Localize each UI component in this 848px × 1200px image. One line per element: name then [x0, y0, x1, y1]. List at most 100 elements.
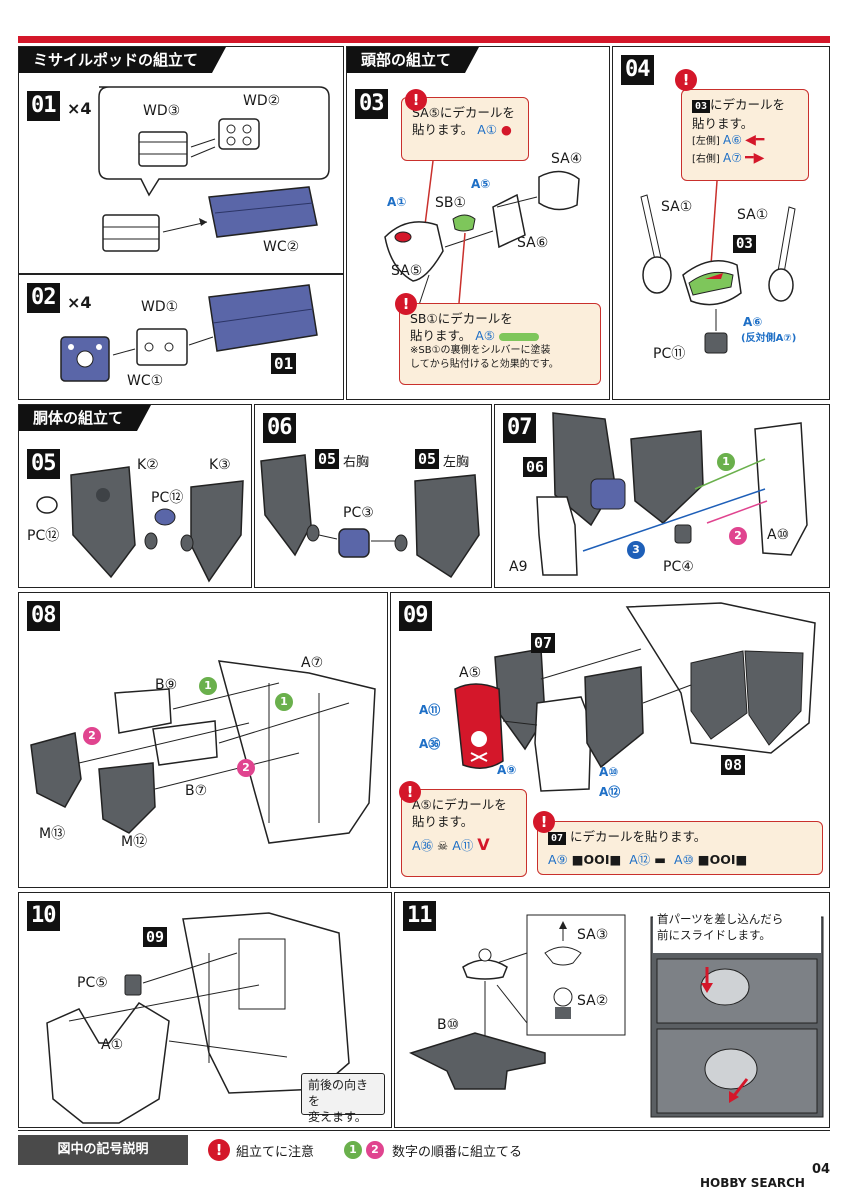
caution-icon: ! — [208, 1139, 230, 1161]
ref-step-08: 08 — [721, 755, 746, 775]
step-06-diagram — [260, 454, 480, 579]
order-badge-3: 3 — [627, 541, 645, 559]
note-small-2: してから貼付けると効果的です。 — [410, 359, 559, 370]
panel-step-03: 頭部の組立て 03 SA⑤にデカールを 貼ります。 A① ● ! A① SB① … — [346, 46, 610, 400]
ref-step-05-right: 05 — [315, 449, 340, 469]
right-arrow-icon: ━▶ — [745, 150, 765, 166]
watermark: HOBBY SEARCH — [700, 1176, 805, 1190]
note-line-2: 貼ります。 A① ● — [412, 121, 520, 138]
page-number: 04 — [812, 1162, 831, 1177]
tag-right: [右側] — [692, 154, 720, 165]
label-k2: K② — [137, 457, 159, 473]
label-k3: K③ — [209, 457, 231, 473]
ref-step: 03 — [692, 100, 711, 113]
legend-caution-text: 組立てに注意 — [236, 1145, 315, 1160]
decal-a11: A⑪ — [452, 838, 474, 853]
section-header-torso: 胴体の組立て — [19, 405, 152, 431]
label-a6: A⑥ — [743, 315, 763, 329]
ref-step-05-left: 05 — [415, 449, 440, 469]
step-01-diagram — [98, 86, 330, 252]
label-pc11: PC⑪ — [653, 346, 686, 362]
note-text: 貼ります。 — [412, 122, 474, 137]
note-line-1: 首パーツを差し込んだら — [657, 912, 784, 926]
order-badge-1b: 1 — [275, 693, 293, 711]
order-badge-2b: 2 — [237, 759, 255, 777]
decal-a12: A⑫ — [629, 852, 651, 867]
decal-a6: A⑥ — [723, 133, 742, 147]
step-03-diagram — [384, 160, 580, 306]
step-number: 10 — [27, 901, 60, 931]
step-number: 08 — [27, 601, 60, 631]
note-right: [右側] A⑦ ━▶ — [692, 150, 800, 168]
ref-step-06: 06 — [523, 457, 548, 477]
direction-note: 前後の向きを 変えます。 — [301, 1073, 385, 1124]
top-accent-bar — [18, 36, 830, 43]
label-a6-note: (反対側A⑦) — [741, 333, 797, 344]
panel-step-07: 07 06 1 2 3 A9 PC④ A⑩ — [494, 404, 830, 588]
multiplier: ×4 — [67, 293, 92, 312]
multiplier: ×4 — [67, 99, 92, 118]
step-number: 02 — [27, 283, 60, 313]
step-number: 03 — [355, 89, 388, 119]
note-text: 貼ります。 — [410, 328, 472, 343]
label-sa1-left: SA① — [661, 199, 693, 215]
panel-step-02: 02 ×4 WD① WC① 01 — [18, 274, 344, 400]
order-badge-2: 2 — [729, 527, 747, 545]
decal-note-sb1: SB①にデカールを 貼ります。 A⑤ ※SB①の裏側をシルバーに塗装 してから貼… — [399, 303, 601, 385]
note-line-2: 変えます。 — [308, 1110, 367, 1124]
label-pc5: PC⑤ — [77, 975, 108, 991]
step-09-diagram — [454, 602, 816, 792]
label-b9: B⑨ — [155, 677, 178, 693]
label-a1: A① — [387, 195, 407, 209]
label-a11: A⑪ — [419, 703, 441, 717]
note-line-1: A⑤にデカールを — [412, 797, 507, 812]
panel-step-08: 08 1 1 2 2 B⑨ A⑦ B⑦ M⑬ M⑫ — [18, 592, 388, 888]
ref-step-07: 07 — [531, 633, 556, 653]
label-a12: A⑫ — [599, 785, 621, 799]
label-sa5: SA⑤ — [391, 263, 423, 279]
note-line-1: 07 にデカールを貼ります。 — [548, 828, 814, 847]
caution-icon: ! — [405, 89, 427, 111]
step-07-diagram — [536, 412, 808, 576]
label-wc2: WC② — [263, 239, 300, 255]
decal-ref: A⑤ — [475, 328, 496, 343]
step-number: 04 — [621, 55, 654, 85]
decal-a36: A㊱ — [412, 838, 434, 853]
label-wd3: WD③ — [143, 103, 181, 119]
label-a9: A9 — [509, 559, 528, 575]
left-arrow-icon: ◀━ — [745, 132, 765, 148]
legend-badge-1: 1 — [344, 1141, 362, 1159]
panel-step-06: 06 05 右胸 05 左胸 PC③ — [254, 404, 492, 588]
ref-step-03: 03 — [733, 235, 756, 253]
label-pc3: PC③ — [343, 505, 374, 521]
label-a10: A⑩ — [767, 527, 790, 543]
ref-step-09: 09 — [143, 927, 168, 947]
note-line-2: 前にスライドします。 — [657, 928, 771, 942]
note-decals: A㊱ ☠ A⑪ V — [412, 836, 518, 854]
symbol-legend: 図中の記号説明 ! 組立てに注意 1 2 数字の順番に組立てる — [18, 1130, 830, 1169]
label-b10: B⑩ — [437, 1017, 460, 1033]
legend-badge-2: 2 — [366, 1141, 384, 1159]
skull-icon: ☠ — [437, 838, 449, 853]
decal-a7: A⑦ — [723, 151, 742, 165]
step-number: 09 — [399, 601, 432, 631]
step-10-diagram — [46, 912, 350, 1124]
ref-step: 07 — [548, 832, 567, 845]
label-sb1: SB① — [435, 195, 467, 211]
step-number: 06 — [263, 413, 296, 443]
step-number: 11 — [403, 901, 436, 931]
step-number: 05 — [27, 449, 60, 479]
note-line-1: SB①にデカールを — [410, 311, 513, 326]
order-badge-2a: 2 — [83, 727, 101, 745]
label-m13: M⑬ — [39, 826, 66, 842]
step-02-diagram — [60, 284, 318, 382]
step-number: 01 — [27, 91, 60, 121]
label-a5: A⑤ — [459, 665, 482, 681]
section-header-missile-pod: ミサイルポッドの組立て — [19, 47, 227, 73]
label-sa4: SA④ — [551, 151, 583, 167]
note-decals: A⑨ ■OOI■ A⑫ ▬ A⑩ ■OOI■ — [548, 852, 748, 867]
note-text: にデカールを貼ります。 — [570, 829, 707, 844]
